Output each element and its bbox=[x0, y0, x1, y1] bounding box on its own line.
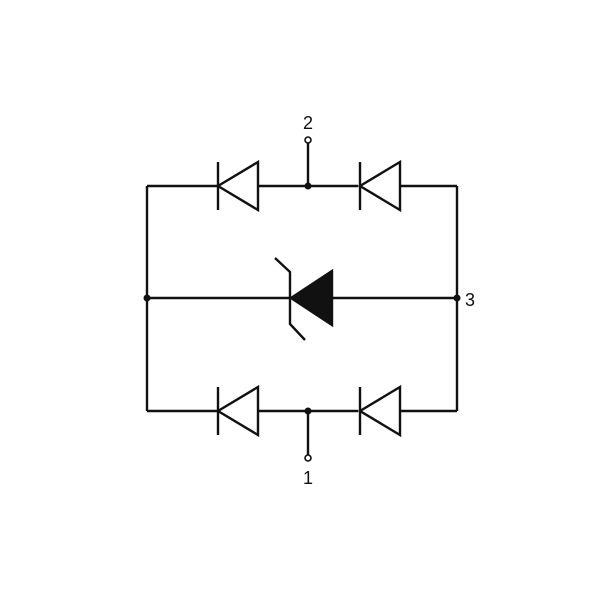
junction-left-middle bbox=[143, 294, 151, 302]
diode-top-right-triangle bbox=[357, 159, 402, 213]
junction-bottom-middle bbox=[304, 407, 312, 415]
pin-2-terminal bbox=[304, 136, 312, 144]
junctions bbox=[143, 182, 461, 415]
diode-bottom-left bbox=[215, 384, 260, 438]
diode-bottom-left-triangle bbox=[215, 384, 260, 438]
pin-3-label: 3 bbox=[465, 290, 475, 310]
tvs-diode-triangle bbox=[288, 268, 334, 328]
diode-top-left-triangle bbox=[215, 159, 260, 213]
diode-bottom-right bbox=[357, 384, 402, 438]
pin-1-terminal bbox=[304, 454, 312, 462]
diode-top-right bbox=[357, 159, 402, 213]
tvs-diode-cathode-bar bbox=[274, 257, 306, 341]
tvs-diode-center bbox=[274, 257, 334, 341]
pin-1-label: 1 bbox=[303, 468, 313, 488]
diode-bottom-right-triangle bbox=[357, 384, 402, 438]
pin-2-label: 2 bbox=[303, 113, 313, 133]
junction-right-middle bbox=[453, 294, 461, 302]
terminals bbox=[304, 136, 312, 462]
junction-top-middle bbox=[304, 182, 312, 190]
diode-top-left bbox=[215, 159, 260, 213]
wiring bbox=[145, 143, 459, 455]
